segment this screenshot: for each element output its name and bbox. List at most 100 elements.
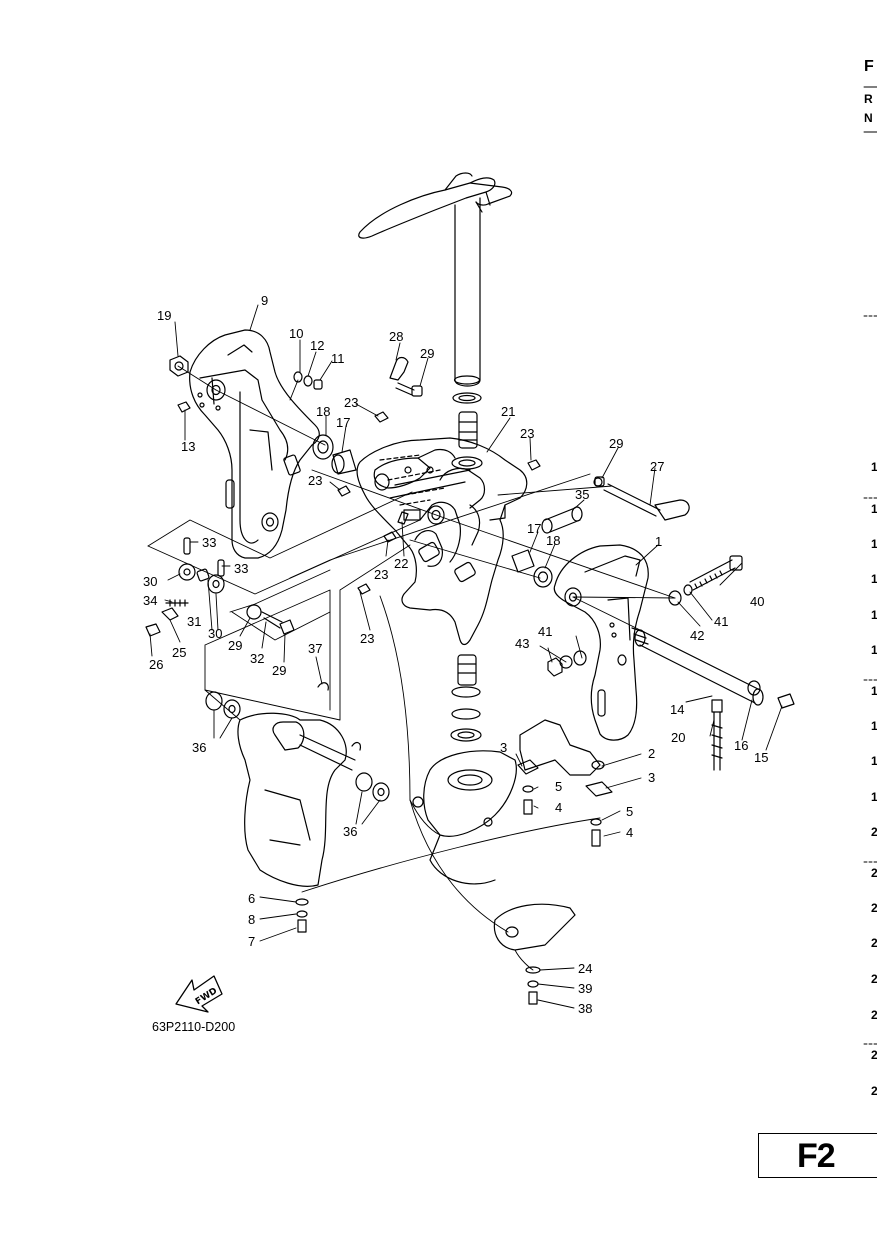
edge-row-mark: 1 xyxy=(871,719,877,733)
callout-32: 32 xyxy=(250,651,265,666)
callout-19: 19 xyxy=(157,308,172,323)
callout-30: 30 xyxy=(143,574,158,589)
callout-7: 7 xyxy=(248,934,256,949)
fwd-label: FWD xyxy=(194,986,219,1007)
edge-row-mark: 2 xyxy=(871,972,877,986)
page-badge-text: F2 xyxy=(797,1137,836,1175)
callout-20: 20 xyxy=(671,730,686,745)
edge-header-line: R xyxy=(864,92,873,106)
engine-mount-rubbers xyxy=(205,691,541,1005)
callout-27: 27 xyxy=(650,459,665,474)
callout-33: 33 xyxy=(234,561,249,576)
callout-23: 23 xyxy=(360,631,375,646)
edge-row-mark: 2 xyxy=(871,936,877,950)
callout-2: 2 xyxy=(648,746,656,761)
edge-header: F xyxy=(864,58,874,75)
callout-29: 29 xyxy=(420,346,435,361)
callout-24: 24 xyxy=(578,961,593,976)
callout-41: 41 xyxy=(714,614,729,629)
callout-38: 38 xyxy=(578,1001,593,1016)
tilt-rod xyxy=(593,477,690,521)
callout-3: 3 xyxy=(500,740,508,755)
edge-row-mark: 2 xyxy=(871,825,877,839)
callout-23: 23 xyxy=(344,395,359,410)
upper-mount-bracket xyxy=(517,719,613,847)
callout-33: 33 xyxy=(202,535,217,550)
callout-42: 42 xyxy=(690,628,705,643)
callout-37: 37 xyxy=(308,641,323,656)
callout-11: 11 xyxy=(331,351,345,366)
edge-rules xyxy=(863,86,877,1045)
clamp-bracket-right xyxy=(553,544,649,741)
column-bushings xyxy=(451,392,483,470)
edge-row-mark: 2 xyxy=(871,866,877,880)
callout-30: 30 xyxy=(208,626,223,641)
edge-row-mark: 1 xyxy=(871,537,877,551)
callout-29: 29 xyxy=(609,436,624,451)
callout-4: 4 xyxy=(626,825,634,840)
callout-5: 5 xyxy=(555,779,563,794)
edge-row-mark: 2 xyxy=(871,1048,877,1062)
callout-13: 13 xyxy=(181,439,196,454)
fwd-arrow-icon: FWD xyxy=(175,975,223,1013)
callout-40: 40 xyxy=(750,594,765,609)
edge-row-mark: 1 xyxy=(871,684,877,698)
edge-header-line: N xyxy=(864,111,873,125)
callout-28: 28 xyxy=(389,329,404,344)
leader-lines xyxy=(147,304,783,1009)
callout-18: 18 xyxy=(546,533,561,548)
edge-row-mark: 2 xyxy=(871,1008,877,1022)
edge-row-mark: 1 xyxy=(871,790,877,804)
callout-31: 31 xyxy=(187,614,202,629)
callout-36: 36 xyxy=(343,824,358,839)
callout-3: 3 xyxy=(648,770,656,785)
edge-row-mark: 1 xyxy=(871,608,877,622)
callout-41: 41 xyxy=(538,624,553,639)
callout-23: 23 xyxy=(520,426,535,441)
callout-29: 29 xyxy=(228,638,243,653)
callout-21: 21 xyxy=(501,404,516,419)
callout-1: 1 xyxy=(655,534,663,549)
callout-16: 16 xyxy=(734,738,749,753)
lower-mount xyxy=(412,654,576,951)
construction-lines xyxy=(379,454,446,506)
callout-17: 17 xyxy=(527,521,542,536)
callout-22: 22 xyxy=(394,556,409,571)
callout-4: 4 xyxy=(555,800,563,815)
callout-26: 26 xyxy=(149,657,164,672)
callout-14: 14 xyxy=(670,702,685,717)
callout-10: 10 xyxy=(289,326,304,341)
edge-row-mark: 1 xyxy=(871,754,877,768)
page-badge: F2 xyxy=(758,1133,877,1178)
callout-39: 39 xyxy=(578,981,593,996)
callout-18: 18 xyxy=(316,404,331,419)
callout-5: 5 xyxy=(626,804,634,819)
clamp-bracket-left xyxy=(189,329,320,559)
callout-17: 17 xyxy=(336,415,351,430)
callout-29: 29 xyxy=(272,663,287,678)
callout-23: 23 xyxy=(308,473,323,488)
callout-9: 9 xyxy=(261,293,269,308)
callout-43: 43 xyxy=(515,636,530,651)
callout-23: 23 xyxy=(374,567,389,582)
edge-row-mark: 1 xyxy=(871,460,877,474)
tilt-lever xyxy=(389,356,423,397)
edge-row-mark: 1 xyxy=(871,572,877,586)
diagram-code: 63P2110-D200 xyxy=(152,1020,236,1034)
edge-row-mark: 2 xyxy=(871,1084,877,1098)
callout-36: 36 xyxy=(192,740,207,755)
callout-15: 15 xyxy=(754,750,769,765)
edge-row-mark: 1 xyxy=(871,643,877,657)
callout-34: 34 xyxy=(143,593,158,608)
thru-bolt xyxy=(668,555,743,606)
callout-8: 8 xyxy=(248,912,256,927)
callout-12: 12 xyxy=(310,338,325,353)
callout-6: 6 xyxy=(248,891,256,906)
swivel-bracket xyxy=(356,437,528,646)
edge-row-mark: 1 xyxy=(871,502,877,516)
callout-35: 35 xyxy=(575,487,590,502)
edge-row-mark: 2 xyxy=(871,901,877,915)
callout-25: 25 xyxy=(172,645,187,660)
steering-handle xyxy=(358,172,513,387)
